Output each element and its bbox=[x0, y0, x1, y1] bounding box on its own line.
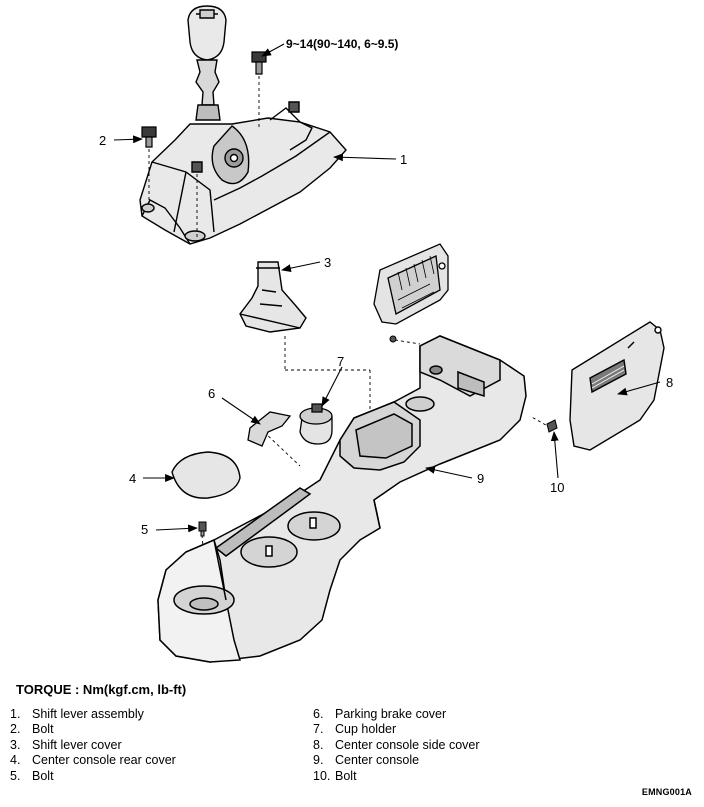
legend-text: Shift lever cover bbox=[32, 737, 122, 752]
legend-text: Bolt bbox=[335, 768, 357, 783]
exploded-parts-diagram: 9~14(90~140, 6~9.5) 2 1 3 6 7 4 5 8 9 10 bbox=[99, 0, 673, 670]
legend-number: 2. bbox=[10, 722, 21, 737]
callout-9: 9 bbox=[477, 471, 484, 486]
small-screw-upper bbox=[390, 336, 396, 342]
legend-number: 10. bbox=[313, 768, 331, 783]
bolt-5 bbox=[199, 522, 206, 536]
cup-holder bbox=[300, 404, 332, 444]
bolt-10 bbox=[547, 420, 557, 432]
torque-spec-label: 9~14(90~140, 6~9.5) bbox=[286, 37, 398, 51]
callout-4: 4 bbox=[129, 471, 136, 486]
parts-legend-right: 6. Parking brake cover 7. Cup holder 8. Cen… bbox=[313, 707, 480, 784]
legend-text: Center console side cover bbox=[335, 737, 480, 752]
bolt-2 bbox=[142, 127, 156, 147]
legend-text: Bolt bbox=[32, 722, 54, 737]
alignment-lines-upper bbox=[148, 76, 260, 238]
legend-number: 9. bbox=[313, 753, 324, 768]
shift-lever-cover bbox=[240, 262, 306, 332]
legend-text: Center console rear cover bbox=[32, 753, 176, 768]
legend-item: 6. Parking brake cover bbox=[313, 707, 480, 722]
legend-text: Cup holder bbox=[335, 722, 397, 737]
parking-brake-cover bbox=[248, 412, 290, 446]
alignment-lines-mid bbox=[201, 336, 552, 583]
figure-code: EMNG001A bbox=[641, 787, 692, 797]
callout-10: 10 bbox=[550, 480, 564, 495]
legend-number: 6. bbox=[313, 707, 324, 721]
callout-2: 2 bbox=[99, 133, 106, 148]
callout-3: 3 bbox=[324, 255, 331, 270]
legend-text: Shift lever assembly bbox=[32, 707, 144, 721]
center-console bbox=[158, 336, 526, 662]
center-console-rear-cover bbox=[172, 452, 240, 498]
legend-number: 7. bbox=[313, 722, 324, 737]
callout-6: 6 bbox=[208, 386, 215, 401]
leader-lines bbox=[113, 43, 661, 533]
center-console-side-cover-upper bbox=[374, 244, 448, 324]
legend-item: 2. Bolt bbox=[10, 722, 176, 737]
legend-number: 8. bbox=[313, 737, 324, 752]
legend-text: Bolt bbox=[32, 768, 54, 783]
callout-1: 1 bbox=[400, 152, 407, 167]
legend-number: 5. bbox=[10, 768, 21, 783]
legend-item: 8. Center console side cover bbox=[313, 738, 480, 753]
legend-item: 5. Bolt bbox=[10, 769, 176, 784]
callout-7: 7 bbox=[337, 354, 344, 369]
legend-item: 9. Center console bbox=[313, 753, 480, 768]
legend-item: 4. Center console rear cover bbox=[10, 753, 176, 768]
legend-item: 7. Cup holder bbox=[313, 722, 480, 737]
shift-lever-assembly bbox=[140, 6, 346, 244]
legend-number: 1. bbox=[10, 707, 21, 721]
legend-item: 1. Shift lever assembly bbox=[10, 707, 176, 722]
legend-number: 4. bbox=[10, 753, 21, 768]
legend-text: Center console bbox=[335, 753, 420, 768]
callout-5: 5 bbox=[141, 522, 148, 537]
legend-item: 10. Bolt bbox=[313, 769, 480, 784]
center-console-side-cover bbox=[570, 322, 664, 450]
callout-8: 8 bbox=[666, 375, 673, 390]
legend-number: 3. bbox=[10, 737, 21, 752]
parts-legend-left: 1. Shift lever assembly 2. Bolt 3. Shift le… bbox=[10, 707, 176, 784]
torque-heading: TORQUE : Nm(kgf.cm, lb-ft) bbox=[16, 682, 187, 697]
legend-item: 3. Shift lever cover bbox=[10, 738, 176, 753]
legend-text: Parking brake cover bbox=[335, 707, 447, 721]
